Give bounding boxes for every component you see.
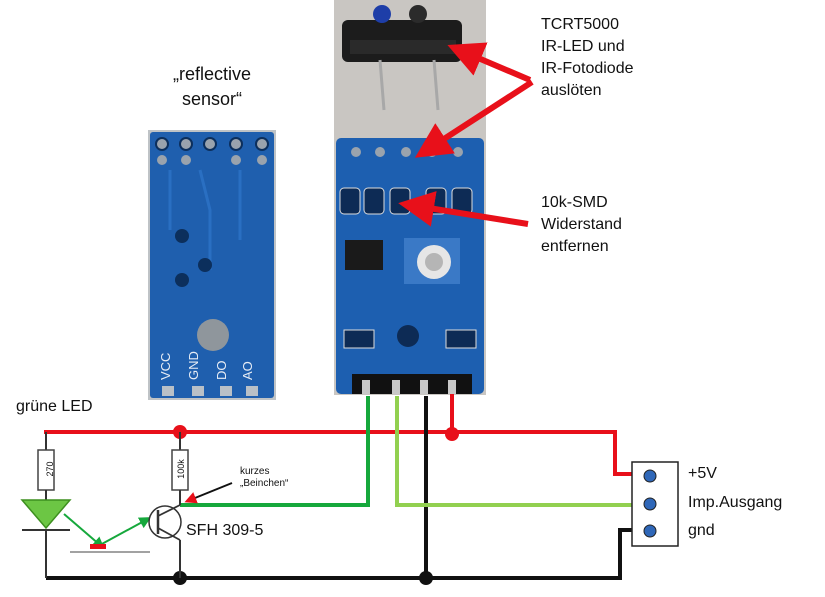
reflective-line-2: sensor“ xyxy=(181,89,243,109)
callout-arrows xyxy=(398,42,534,227)
pcb-back-pin-labels: VCC GND DO AO xyxy=(158,351,255,380)
resistor-100k-label: 100k xyxy=(176,459,186,479)
reflective-sensor-label: „reflective sensor“ xyxy=(160,62,264,112)
pcb-pin-label-do: DO xyxy=(214,361,229,381)
terminal-block xyxy=(631,461,679,547)
terminal-label-gnd: gnd xyxy=(688,522,715,539)
smd-line-3: entfernen xyxy=(541,238,609,255)
led-branch xyxy=(20,432,152,578)
pcb-front-photo xyxy=(334,0,486,395)
smd-label: 10k-SMD Widerstand entfernen xyxy=(541,192,622,258)
tcrt-line-3: IR-Fotodiode xyxy=(541,60,634,77)
terminal-label-plus5v: +5V xyxy=(688,465,717,482)
kurzes-line-2: „Beinchen“ xyxy=(240,478,289,489)
tcrt-line-1: TCRT5000 xyxy=(541,16,619,33)
reflective-line-1: „reflective xyxy=(172,64,252,84)
pcb-pin-label-gnd: GND xyxy=(186,351,201,380)
pcb-back-photo xyxy=(148,130,276,400)
pcb-pin-label-vcc: VCC xyxy=(158,353,173,380)
tcrt-label: TCRT5000 IR-LED und IR-Fotodiode auslöte… xyxy=(541,14,634,102)
wire-plus5v xyxy=(44,394,648,476)
transistor-label: SFH 309-5 xyxy=(186,522,264,539)
smd-line-1: 10k-SMD xyxy=(541,194,608,211)
resistor-270-label: 270 xyxy=(45,461,55,477)
tcrt-line-4: auslöten xyxy=(541,82,602,99)
smd-line-2: Widerstand xyxy=(541,216,622,233)
transistor-branch xyxy=(148,432,233,578)
gruene-led-label: grüne LED xyxy=(16,398,93,415)
wire-signal xyxy=(180,396,646,507)
tcrt-line-2: IR-LED und xyxy=(541,38,625,55)
kurzes-line-1: kurzes xyxy=(240,466,270,477)
pcb-pin-label-ao: AO xyxy=(240,361,255,380)
kurzes-beinchen-label: kurzes „Beinchen“ xyxy=(240,466,288,490)
wire-gnd xyxy=(46,396,646,585)
terminal-label-imp-ausgang: Imp.Ausgang xyxy=(688,494,783,511)
